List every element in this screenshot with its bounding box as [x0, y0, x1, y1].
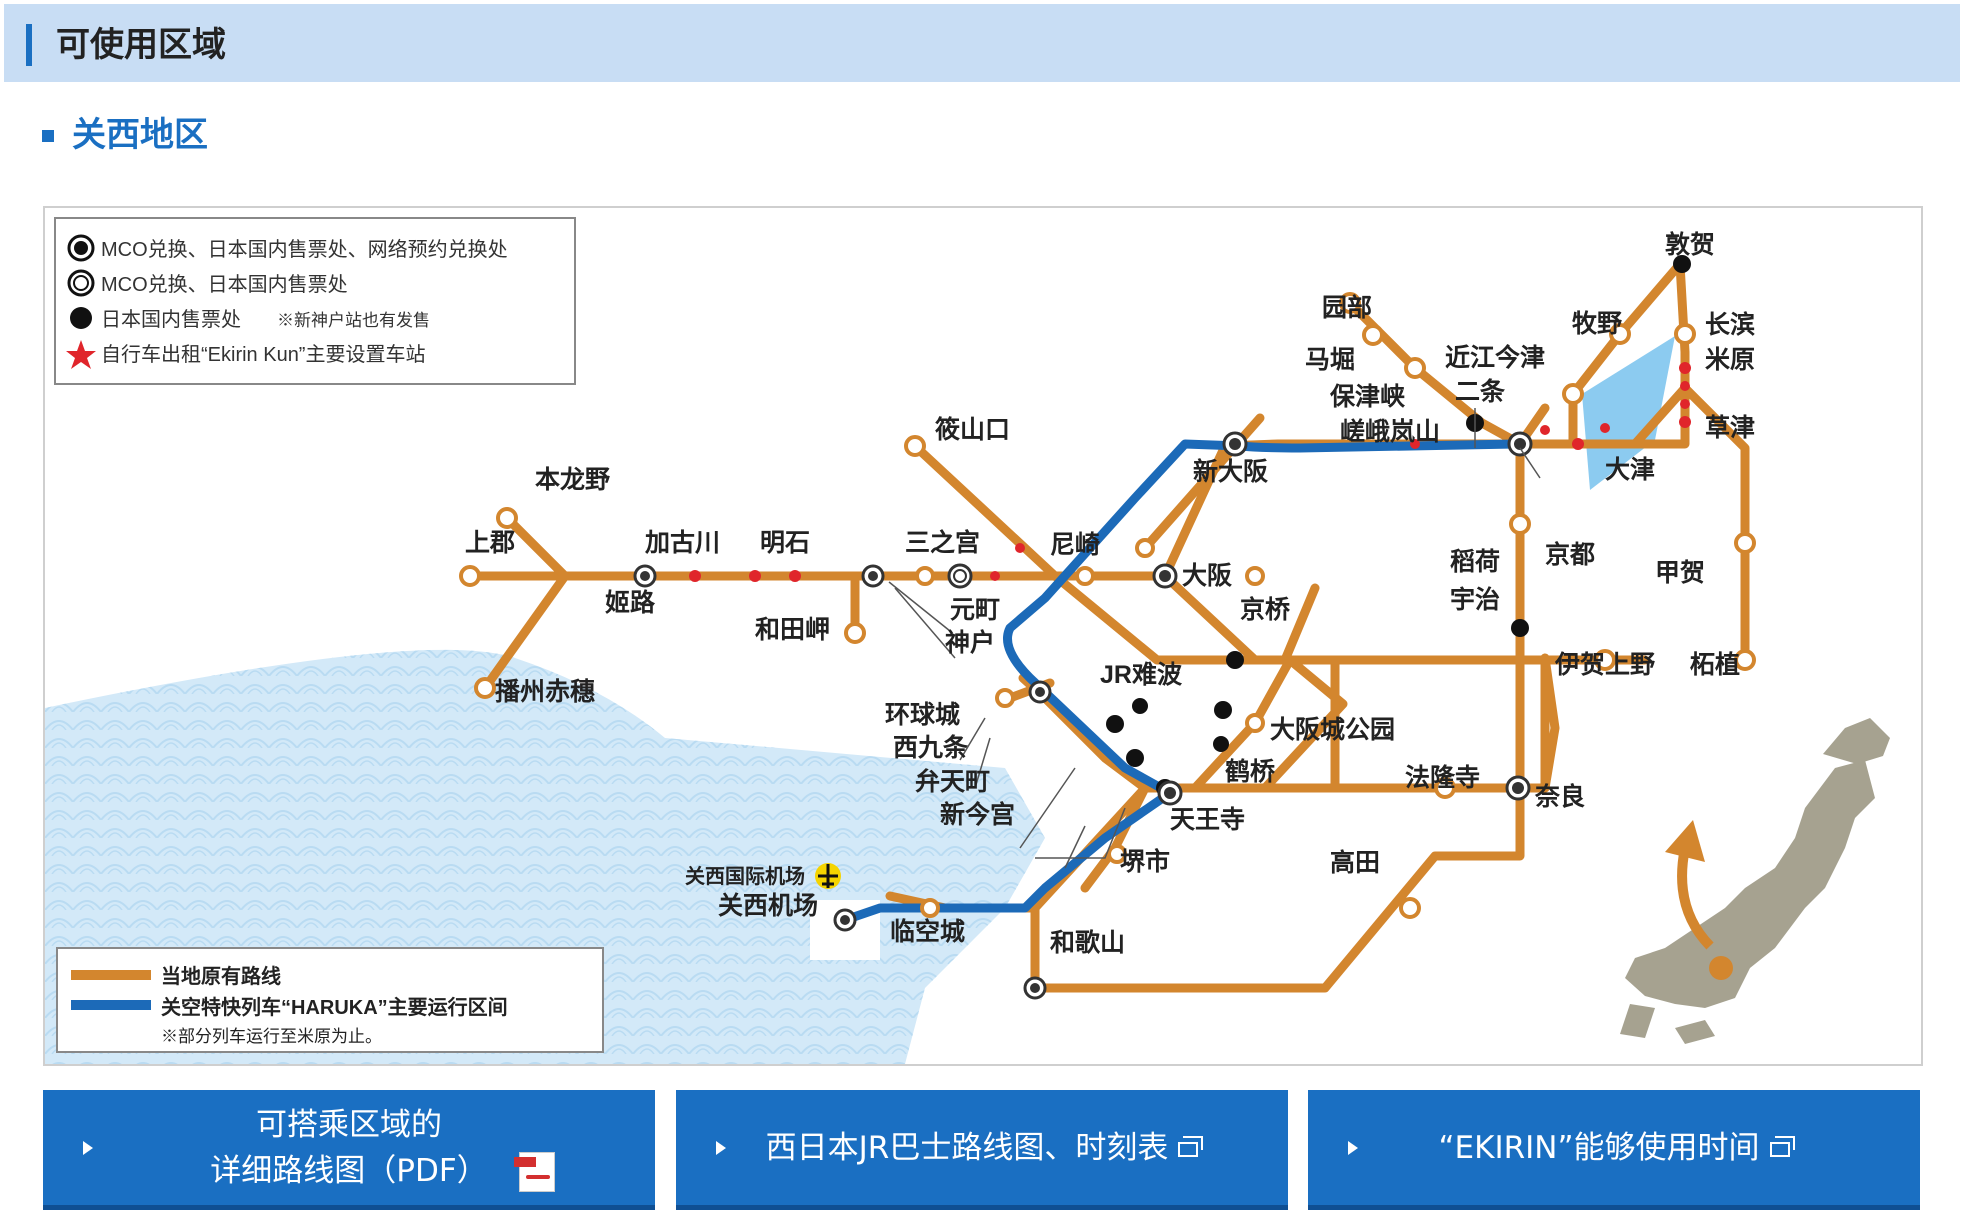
haruka-line	[840, 439, 1520, 925]
station-label: 柘植	[1690, 650, 1740, 679]
pdf-file-icon	[514, 1152, 555, 1192]
svg-text:自行车出租“Ekirin Kun”主要设置车站: 自行车出租“Ekirin Kun”主要设置车站	[101, 343, 425, 366]
station-label: 米原	[1705, 346, 1755, 374]
station-label: 新大阪	[1193, 457, 1268, 486]
station-label: 甲贺	[1655, 559, 1705, 587]
pdf-route-map-button[interactable]: 可搭乘区域的 详细路线图（PDF）	[43, 1090, 655, 1210]
station-label: 大阪	[1182, 562, 1232, 590]
station-label: 新今宫	[940, 800, 1015, 829]
station-label: 园部	[1322, 293, 1372, 322]
arrow-right-icon	[1348, 1140, 1358, 1155]
station-label: 近江今津	[1445, 343, 1545, 372]
legend-top: MCO兑换、日本国内售票处、网络预约兑换处 MCO兑换、日本国内售票处 日本国内…	[54, 217, 576, 385]
legend-bottom: 当地原有路线 关空特快列车“HARUKA”主要运行区间 ※部分列车运行至米原为止…	[56, 947, 604, 1053]
station-label: 弁天町	[915, 767, 990, 796]
station-label: 保津峡	[1329, 383, 1406, 411]
arrow-right-icon	[83, 1140, 93, 1155]
station-label: 和歌山	[1050, 929, 1125, 957]
station-label: 筱山口	[935, 415, 1010, 444]
japan-mini-map	[1620, 718, 1890, 1044]
station-label: 尼崎	[1050, 531, 1100, 559]
svg-text:关空特快列车“HARUKA”主要运行区间: 关空特快列车“HARUKA”主要运行区间	[161, 995, 508, 1019]
arrow-right-icon	[716, 1140, 726, 1155]
header-accent-bar	[26, 24, 32, 66]
section-header: 可使用区域	[4, 4, 1960, 82]
station-label: 加古川	[644, 529, 720, 557]
station-label: 姬路	[605, 589, 656, 617]
station-label: 关西国际机场	[685, 864, 805, 888]
region-title: 关西地区	[72, 115, 208, 155]
svg-text:MCO兑换、日本国内售票处: MCO兑换、日本国内售票处	[101, 273, 348, 296]
double-ring-filled-icon	[67, 234, 95, 262]
station-label: 伊贺上野	[1554, 651, 1655, 679]
section-title: 可使用区域	[56, 25, 226, 65]
station-label: 三之宫	[905, 528, 980, 557]
station-label: 敦贺	[1665, 230, 1715, 259]
external-link-icon	[1769, 1135, 1795, 1157]
station-label: 稻荷	[1450, 548, 1500, 576]
station-label: 嵯峨岚山	[1340, 418, 1440, 446]
kansai-route-map: 敦贺 园部 牧野 长滨 马堀 近江今津 米原 保津峡 二条 草津 嵯峨岚山 筱山…	[43, 206, 1923, 1066]
station-label: JR难波	[1100, 661, 1183, 689]
station-label: 关西机场	[718, 892, 818, 920]
station-label: 神户	[945, 628, 995, 657]
red-star-icon	[66, 340, 96, 369]
svg-text:※部分列车运行至米原为止。: ※部分列车运行至米原为止。	[161, 1027, 382, 1046]
external-link-icon	[1178, 1135, 1204, 1157]
lake-biwa	[1582, 336, 1675, 490]
station-label: 西九条	[893, 734, 969, 762]
station-label: 明石	[760, 529, 810, 557]
station-label: 鹤桥	[1225, 757, 1275, 786]
station-label: 宇治	[1450, 585, 1500, 614]
station-label: 临空城	[890, 917, 965, 946]
station-label: 奈良	[1534, 782, 1585, 811]
station-label: 二条	[1455, 378, 1506, 406]
filled-dot-icon	[70, 307, 92, 329]
station-label: 本龙野	[535, 466, 610, 494]
station-label: 高田	[1330, 848, 1380, 877]
station-label: 草津	[1705, 414, 1755, 442]
station-label: 马堀	[1305, 346, 1355, 374]
station-label: 大阪城公园	[1270, 716, 1395, 744]
station-label: 上郡	[465, 529, 515, 557]
svg-text:※新神户站也有发售: ※新神户站也有发售	[277, 311, 430, 330]
station-label: 环球城	[885, 701, 960, 729]
region-bullet	[42, 130, 54, 142]
station-label: 大津	[1605, 456, 1655, 484]
station-label: 牧野	[1572, 310, 1622, 338]
station-label: 长滨	[1705, 310, 1755, 339]
double-ring-icon	[67, 269, 95, 297]
station-label: 法隆寺	[1405, 763, 1480, 792]
station-label: 和田岬	[755, 616, 830, 644]
station-label: 天王寺	[1170, 805, 1245, 834]
station-label: 播州赤穗	[495, 678, 595, 706]
station-label: 京都	[1545, 540, 1595, 569]
jr-bus-timetable-button[interactable]: 西日本JR巴士路线图、时刻表	[676, 1090, 1288, 1210]
svg-text:当地原有路线: 当地原有路线	[161, 964, 281, 988]
svg-text:MCO兑换、日本国内售票处、网络预约兑换处: MCO兑换、日本国内售票处、网络预约兑换处	[101, 238, 508, 261]
ekirin-hours-button[interactable]: “EKIRIN”能够使用时间	[1308, 1090, 1920, 1210]
station-label: 堺市	[1120, 847, 1170, 876]
station-label: 元町	[950, 596, 1000, 624]
station-markers	[459, 255, 1756, 1000]
svg-text:日本国内售票处: 日本国内售票处	[101, 308, 241, 331]
station-label: 京桥	[1240, 595, 1290, 624]
